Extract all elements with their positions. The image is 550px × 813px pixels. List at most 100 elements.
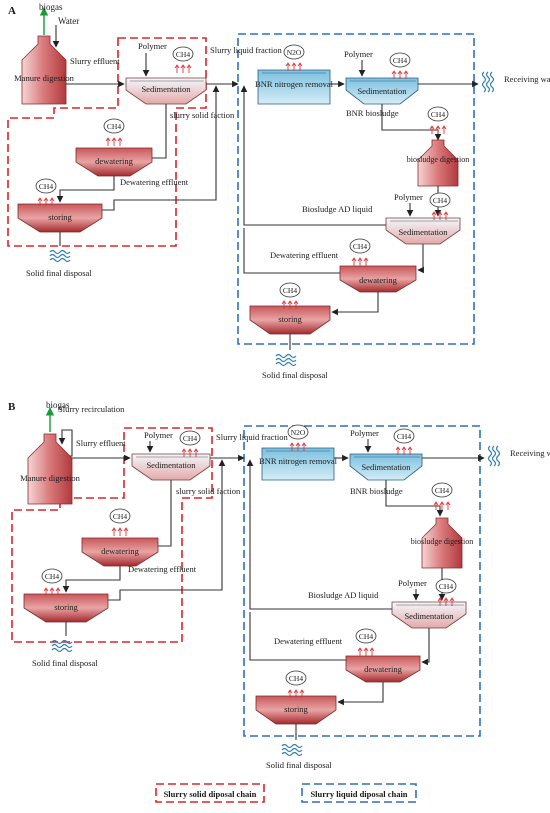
legend: Slurry solid diposal chain Slurry liquid…: [155, 783, 417, 803]
legend-liquid-chain-swatch: [301, 783, 417, 803]
biogas-label: biogas: [46, 400, 70, 410]
water-discharge-icon: [281, 743, 303, 757]
manure-digester: [27, 433, 73, 505]
ch4-sed3-label: CH4: [439, 582, 453, 591]
gas-emission-icon: [431, 211, 449, 221]
ch4-sed-label: CH4: [176, 50, 190, 59]
biogas-label: biogas: [39, 2, 63, 12]
sedimentation-tank-1: [125, 77, 207, 105]
legend-solid-chain-label: Slurry solid diposal chain: [164, 789, 257, 799]
gas-emission-icon: [281, 300, 299, 310]
ch4-store2-label: CH4: [289, 674, 303, 683]
gas-emission-icon: [395, 446, 413, 456]
slurry-effluent-label: Slurry effluent: [76, 438, 126, 448]
ch4-sed-label: CH4: [183, 434, 197, 443]
slurry-liquid-fraction-label: Slurry liquid fraction: [210, 45, 283, 55]
water-discharge-icon: [275, 353, 297, 367]
gas-emission-icon: [429, 125, 447, 135]
bnr-biosludge-label: BNR biosludge: [350, 486, 403, 496]
water-discharge-icon: [481, 71, 495, 93]
dewatering-effluent-2-label: Dewatering effluent: [274, 636, 343, 646]
ch4-store2-label: CH4: [283, 286, 297, 295]
bnr-tank: [257, 69, 331, 105]
storing-1-label: storing: [54, 602, 78, 612]
liquid-chain-boundary: [243, 425, 481, 737]
dewatering-unit-2: [339, 265, 417, 293]
slurry-solid-faction-label: slurry solid faction: [176, 486, 241, 496]
water-discharge-icon: [487, 445, 501, 467]
receiving-water-label: Receiving water: [504, 74, 550, 84]
receiving-water-label: Receiving water: [510, 448, 550, 458]
ch4-dew2-label: CH4: [359, 632, 373, 641]
gas-emission-icon: [43, 587, 61, 597]
sedimentation-tank-3: [391, 601, 467, 629]
ch4-dew-label: CH4: [113, 512, 127, 521]
sedimentation-1-label: Sedimentation: [146, 460, 196, 470]
dewatering-unit-1: [81, 537, 159, 567]
gas-emission-icon: [289, 442, 307, 452]
gas-emission-icon: [287, 689, 305, 699]
bnr-tank: [261, 447, 335, 481]
ch4-bd-label: CH4: [431, 110, 445, 119]
ch4-store-label: CH4: [45, 572, 59, 581]
sedimentation-tank-3: [385, 217, 461, 245]
dewatering-unit-2: [345, 655, 421, 683]
polymer-3-label: Polymer: [394, 192, 423, 202]
sedimentation-3-label: Sedimentation: [398, 227, 448, 237]
dewatering-effluent-1-label: Dewatering effluent: [120, 177, 189, 187]
gas-emission-icon: [357, 647, 375, 657]
slurry-effluent-label: Slurry effluent: [70, 56, 120, 66]
panel-label: B: [8, 401, 16, 413]
storing-2-label: storing: [284, 704, 308, 714]
storing-1-label: storing: [48, 212, 72, 222]
polymer-3-label: Polymer: [398, 578, 427, 588]
biosludge-ad-liquid-label: Biosludge AD liquid: [308, 590, 379, 600]
manure-digester: [21, 35, 67, 105]
liquid-chain-boundary: [237, 33, 475, 345]
panel-a: A biogas Water Manure digestion Slurry e…: [7, 2, 550, 380]
storing-2-label: storing: [278, 314, 302, 324]
ch4-sed2-label: CH4: [393, 56, 407, 65]
solid-final-disposal-2-label: Solid final disposal: [266, 760, 332, 770]
dewatering-effluent-2-label: Dewatering effluent: [270, 250, 339, 260]
storing-unit-1: [23, 593, 109, 623]
gas-emission-icon: [285, 62, 303, 72]
dewatering-1-label: dewatering: [95, 156, 134, 166]
n2o-label: N2O: [287, 48, 302, 57]
solid-final-disposal-2-label: Solid final disposal: [262, 370, 328, 380]
sedimentation-tank-1: [131, 453, 211, 481]
dewatering-2-label: dewatering: [364, 664, 403, 674]
manure-digestion-label: Manure digestion: [14, 73, 74, 83]
biosludge-digestion-label: biosludge digestion: [407, 155, 469, 164]
sedimentation-tank-2: [345, 77, 419, 105]
panel-label: A: [8, 5, 16, 17]
storing-unit-2: [249, 305, 331, 335]
dewatering-1-label: dewatering: [101, 546, 140, 556]
water-label: Water: [58, 16, 79, 26]
storing-unit-2: [255, 695, 337, 725]
manure-digestion-label: Manure digestion: [20, 473, 80, 483]
gas-emission-icon: [105, 137, 123, 147]
sedimentation-3-label: Sedimentation: [404, 611, 454, 621]
dewatering-unit-1: [75, 147, 153, 177]
bnr-biosludge-label: BNR biosludge: [346, 108, 399, 118]
ch4-store-label: CH4: [39, 182, 53, 191]
legend-solid-chain-swatch: [155, 783, 265, 803]
gas-emission-icon: [437, 597, 455, 607]
gas-emission-icon: [37, 197, 55, 207]
gas-emission-icon: [181, 448, 199, 458]
polymer-2-label: Polymer: [350, 428, 379, 438]
n2o-label: N2O: [291, 428, 306, 437]
bnr-removal-label: BNR nitrogen removal: [255, 79, 334, 89]
legend-liquid-chain-label: Slurry liquid diposal chain: [310, 789, 407, 799]
gas-emission-icon: [111, 527, 129, 537]
slurry-recirculation-label: Slurry recirculation: [58, 404, 125, 414]
biosludge-digester: [417, 139, 459, 187]
slurry-solid-faction-label: slurry solid faction: [170, 110, 235, 120]
gas-emission-icon: [433, 501, 451, 511]
biosludge-ad-liquid-label: Biosludge AD liquid: [302, 204, 373, 214]
gas-emission-icon: [351, 257, 369, 267]
ch4-bd-label: CH4: [435, 486, 449, 495]
gas-emission-icon: [174, 64, 192, 74]
